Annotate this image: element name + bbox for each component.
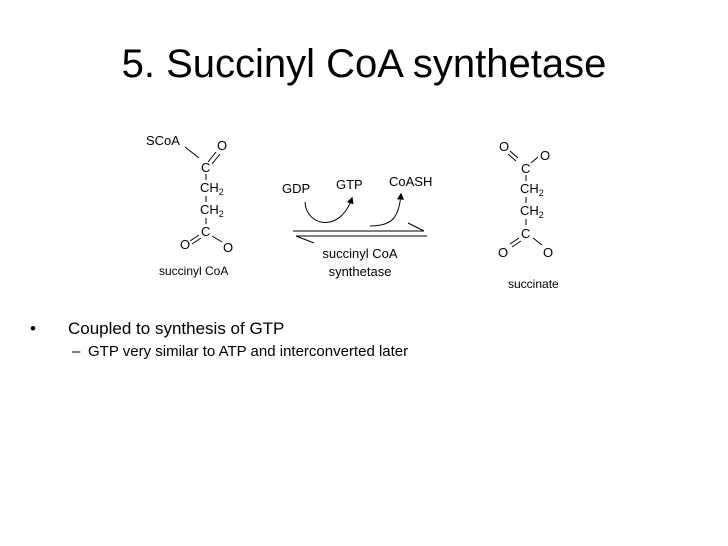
gdp-to-gtp-arrow — [304, 196, 354, 223]
oxygen-top-right-label: O — [540, 148, 550, 163]
succinate-carbon-top-label: C — [521, 161, 530, 176]
bottom-carboxyl-single-bond — [532, 237, 543, 246]
succinyl-coa-name: succinyl CoA — [159, 264, 228, 278]
coash-label: CoASH — [389, 174, 432, 189]
carboxyl-single-bond — [211, 235, 223, 243]
gtp-label: GTP — [336, 177, 363, 192]
sub-bullet-marker: – — [72, 343, 81, 360]
thioester-bond — [184, 146, 200, 159]
carbon-top-label: C — [201, 160, 210, 175]
methylene-1-label: CH2 — [200, 180, 224, 197]
succinate-methylene-1-label: CH2 — [520, 181, 544, 198]
top-carboxyl-double-bond-b — [507, 153, 517, 162]
top-carboxyl-single-bond — [530, 156, 539, 164]
succinate-name: succinate — [508, 277, 559, 291]
sub-bullet-text: GTP very similar to ATP and interconvert… — [88, 343, 409, 360]
oxygen-bottom-right-label: O — [223, 240, 233, 255]
succinate-structure: O O C CH2 CH2 C O O succinate — [498, 139, 559, 291]
bullet-list: • Coupled to synthesis of GTP – GTP very… — [30, 318, 408, 362]
carbonyl-double-bond-a — [207, 151, 217, 163]
succinyl-coa-structure: SCoA O C CH2 CH2 C O O succinyl CoA — [146, 133, 233, 278]
bottom-carboxyl-double-bond-b — [511, 240, 522, 248]
methylene-2-label: CH2 — [200, 202, 224, 219]
forward-harpoon-barb — [407, 222, 425, 232]
carboxyl-double-bond-a — [189, 234, 200, 242]
carbon-bottom-label: C — [201, 224, 210, 239]
succinate-oxygen-bottom-right-label: O — [543, 245, 553, 260]
reverse-harpoon-barb — [295, 235, 315, 244]
bullet-text: Coupled to synthesis of GTP — [68, 319, 285, 338]
scoa-group-label: SCoA — [146, 133, 180, 148]
carbonyl-double-bond-b — [211, 153, 221, 165]
slide-title: 5. Succinyl CoA synthetase — [121, 42, 607, 86]
bullet-marker: • — [30, 319, 36, 338]
carboxyl-double-bond-b — [191, 237, 202, 245]
bottom-carboxyl-double-bond-a — [509, 237, 520, 245]
oxygen-top-left-label: O — [499, 139, 509, 154]
succinate-oxygen-bottom-left-label: O — [498, 245, 508, 260]
enzyme-name-line1: succinyl CoA — [322, 246, 397, 261]
sub-bullet-item: – GTP very similar to ATP and interconve… — [30, 342, 408, 362]
oxygen-bottom-left-label: O — [180, 237, 190, 252]
enzyme-name-line2: synthetase — [329, 264, 392, 279]
bullet-item: • Coupled to synthesis of GTP — [30, 318, 408, 340]
succinate-methylene-2-label: CH2 — [520, 203, 544, 220]
coash-release-arrow — [369, 192, 405, 227]
succinate-carbon-bottom-label: C — [521, 226, 530, 241]
oxygen-top-label: O — [217, 138, 227, 153]
top-carboxyl-double-bond-a — [509, 150, 519, 159]
gdp-label: GDP — [282, 181, 310, 196]
reaction-arrows: GDP GTP CoASH succinyl CoA synthetase — [282, 174, 432, 279]
